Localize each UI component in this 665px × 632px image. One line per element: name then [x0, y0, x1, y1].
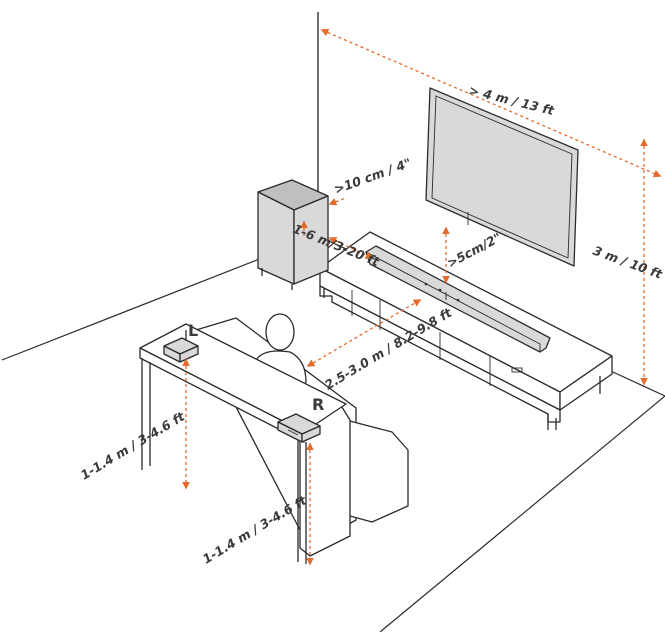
label-bar-tv-gap: >5cm/2": [444, 230, 503, 271]
dimension-sub-wall-gap: [328, 197, 347, 206]
label-left-height: 1-1.4 m / 3-4.6 ft: [78, 408, 188, 482]
label-sub-wall-gap: >10 cm / 4": [332, 155, 413, 197]
right-speaker-marker: R: [312, 395, 324, 414]
subwoofer: [257, 179, 329, 290]
soundbar: [365, 245, 551, 353]
left-speaker-marker: L: [188, 321, 198, 340]
left-surround-speaker: [163, 337, 199, 363]
dimension-listener-distance: [306, 299, 422, 367]
label-right-height: 1-1.4 m / 3-4.6 ft: [200, 492, 310, 566]
right-surround-speaker: [277, 413, 321, 443]
label-room-height: 3 m / 10 ft: [591, 243, 665, 282]
dimension-sub-distance: [300, 220, 374, 259]
dimension-room-width: [320, 28, 662, 178]
